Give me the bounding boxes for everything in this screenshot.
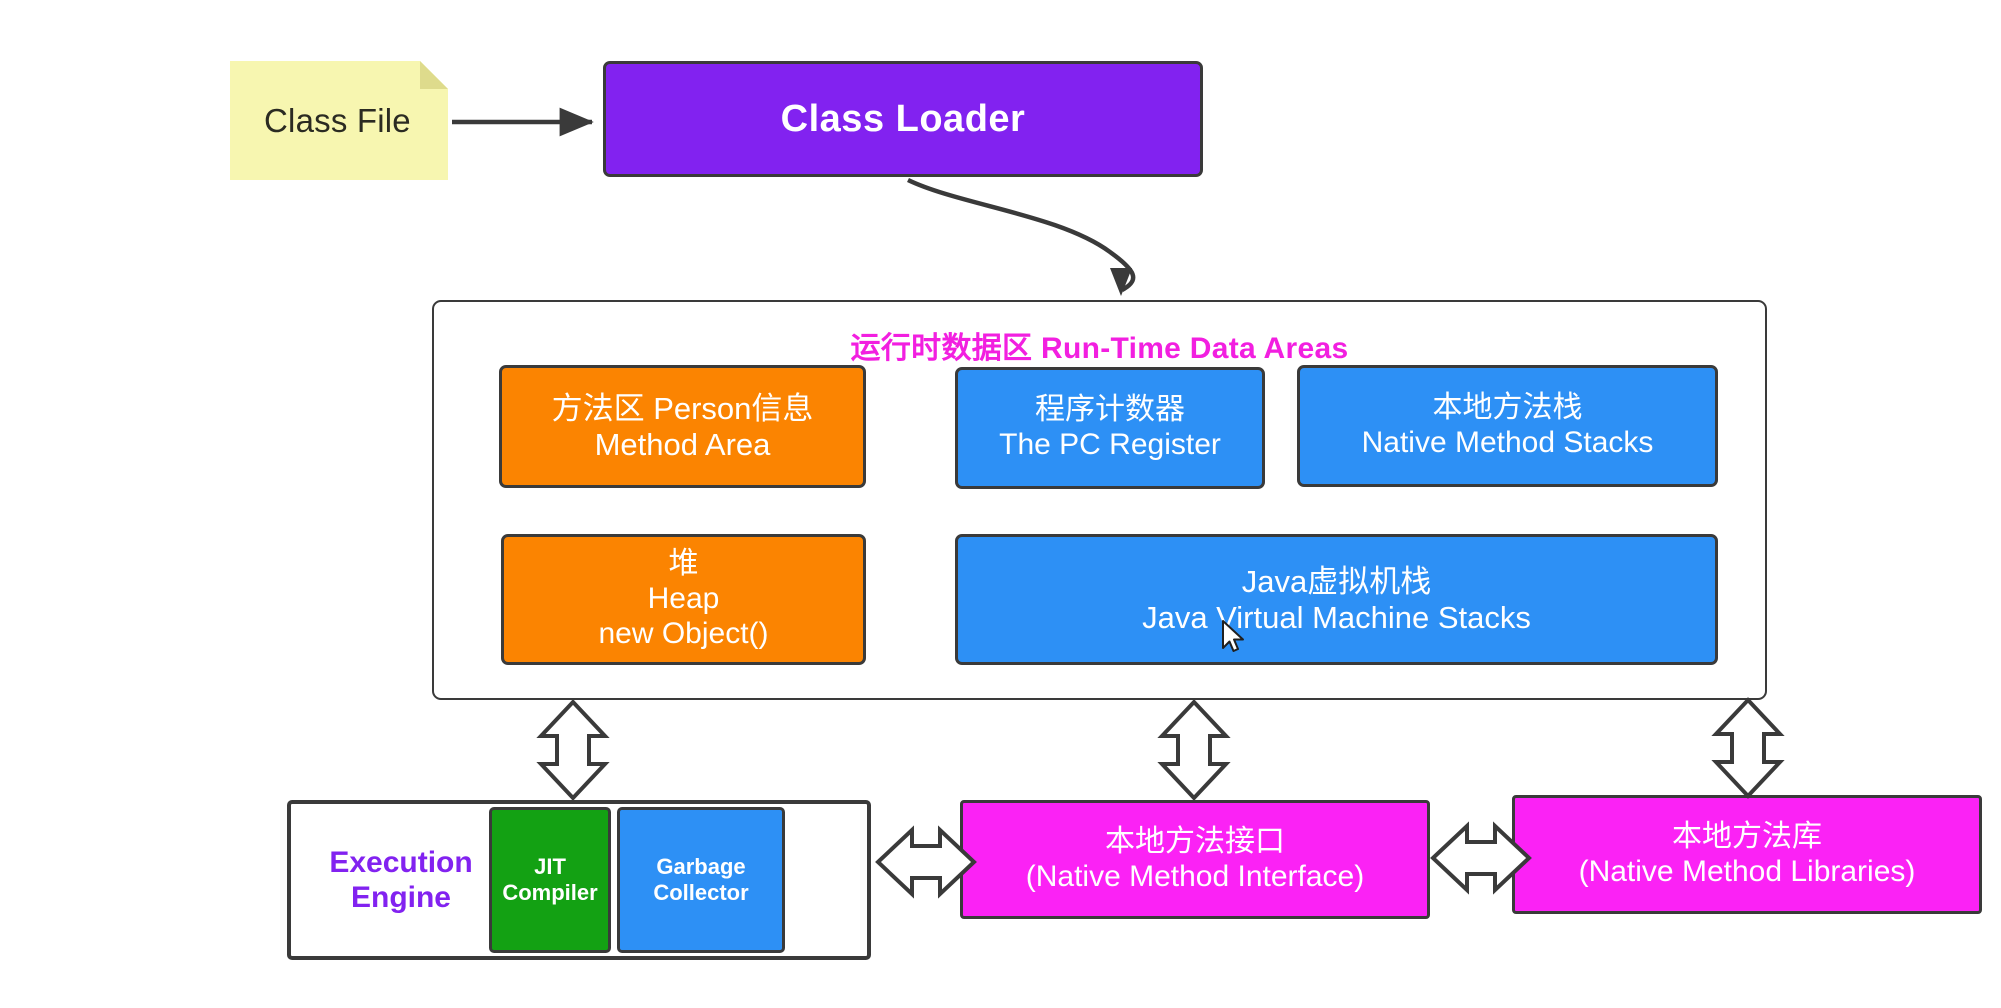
runtime-to-native-method-libraries-double-arrow <box>1711 697 1785 799</box>
note-body <box>230 61 448 180</box>
jit-compiler-line-2: Compiler <box>502 880 598 905</box>
pc-register-line-2: The PC Register <box>999 428 1221 461</box>
heap-line-2: Heap <box>647 582 720 616</box>
jvm-stacks-line-2: Java Virtual Machine Stacks <box>1142 599 1531 635</box>
native-method-interface-box: 本地方法接口 (Native Method Interface) <box>960 800 1430 919</box>
jit-compiler-line-1: JIT <box>534 854 566 880</box>
execution-engine-line-2: Engine <box>350 881 451 914</box>
native-method-libraries-line-2: (Native Method Libraries) <box>1578 854 1916 888</box>
execution-engine-label: Execution Engine <box>311 804 491 956</box>
method-area-line-1: 方法区 Person信息 <box>551 390 814 426</box>
pc-register-box: 程序计数器 The PC Register <box>955 367 1265 489</box>
method-area-box: 方法区 Person信息 Method Area <box>499 365 866 488</box>
native-method-interface-line-1: 本地方法接口 <box>1105 824 1285 858</box>
jvm-stacks-box: Java虚拟机栈 Java Virtual Machine Stacks <box>955 534 1718 665</box>
execution-engine-line-1: Execution <box>329 845 473 879</box>
class-loader-to-runtime-area-arrow <box>907 177 1136 296</box>
class-file-note: Class File <box>230 61 448 180</box>
native-method-libraries-box: 本地方法库 (Native Method Libraries) <box>1512 795 1982 914</box>
native-method-interface-line-2: (Native Method Interface) <box>1025 859 1365 893</box>
native-method-libraries-line-1: 本地方法库 <box>1672 819 1822 853</box>
garbage-collector-line-2: Collector <box>653 880 749 905</box>
heap-box: 堆 Heap new Object() <box>501 534 866 665</box>
native-method-stacks-box: 本地方法栈 Native Method Stacks <box>1297 365 1718 487</box>
runtime-to-execution-engine-double-arrow <box>536 699 610 801</box>
pc-register-line-1: 程序计数器 <box>1035 393 1185 427</box>
native-method-stacks-line-1: 本地方法栈 <box>1432 391 1583 425</box>
jit-compiler-box: JIT Compiler <box>489 807 611 953</box>
garbage-collector-box: Garbage Collector <box>617 807 785 953</box>
garbage-collector-line-1: Garbage <box>656 854 746 880</box>
runtime-data-areas-title: 运行时数据区 Run-Time Data Areas <box>850 332 1349 365</box>
class-loader-label: Class Loader <box>780 97 1026 140</box>
heap-line-3: new Object() <box>598 616 769 650</box>
native-method-stacks-line-2: Native Method Stacks <box>1361 426 1654 459</box>
method-area-line-2: Method Area <box>594 426 771 462</box>
heap-line-1: 堆 <box>668 547 699 581</box>
jvm-stacks-line-1: Java虚拟机栈 <box>1241 563 1432 599</box>
runtime-to-native-method-interface-double-arrow <box>1157 699 1231 801</box>
class-file-label: Class File <box>264 101 411 139</box>
class-loader-box: Class Loader <box>603 61 1203 177</box>
